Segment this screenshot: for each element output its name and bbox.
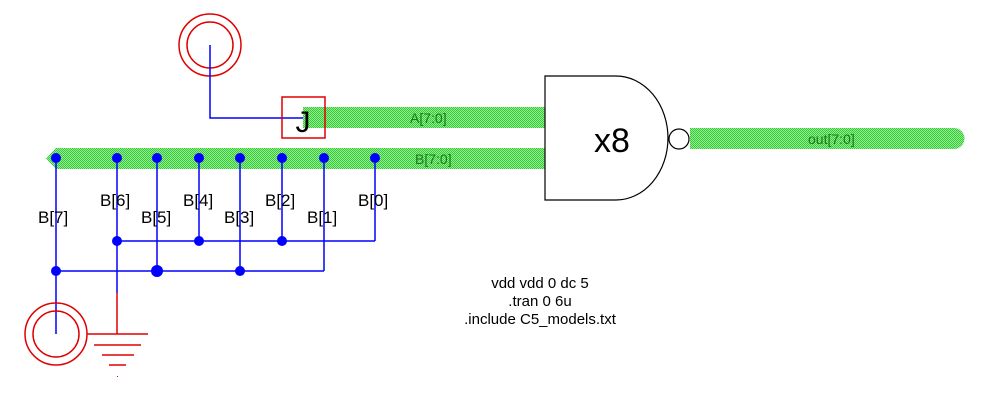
- tap-label-b0: B[0]: [358, 191, 388, 210]
- nand-gate[interactable]: x8: [544, 75, 690, 201]
- inverter-bubble: [668, 128, 690, 150]
- directive-line: vdd vdd 0 dc 5: [491, 275, 589, 292]
- spice-directives[interactable]: vdd vdd 0 dc 5 .tran 0 6u .include C5_mo…: [464, 275, 617, 328]
- bus-tap-dot: [319, 153, 329, 163]
- bus-tap-dot: [112, 153, 122, 163]
- bus-tap-dot: [370, 153, 380, 163]
- bus-tap-dot: [51, 153, 61, 163]
- tap-label-b1: B[1]: [307, 208, 337, 227]
- tap-label-b7: B[7]: [38, 208, 68, 227]
- junction-dot: [277, 236, 287, 246]
- tap-label-b2: B[2]: [265, 191, 295, 210]
- bus-tap-dot: [194, 153, 204, 163]
- ground-icon[interactable]: [87, 293, 148, 377]
- bus-tap-dot: [152, 153, 162, 163]
- bus-a-label: A[7:0]: [410, 110, 447, 126]
- junction-dot: [51, 266, 61, 276]
- bus-out[interactable]: [690, 128, 965, 149]
- bus-b[interactable]: [46, 148, 545, 169]
- bus-b-label: B[7:0]: [415, 151, 452, 167]
- junction-dot: [194, 236, 204, 246]
- bus-tap-dot: [235, 153, 245, 163]
- bus-tap-dot: [277, 153, 287, 163]
- tap-label-b3: B[3]: [224, 208, 254, 227]
- tap-label-b4: B[4]: [183, 191, 213, 210]
- tap-label-b5: B[5]: [141, 208, 171, 227]
- bus-a[interactable]: [303, 107, 545, 128]
- bus-out-label: out[7:0]: [808, 131, 855, 147]
- junction-dot: [112, 236, 122, 246]
- vdd-wire[interactable]: [209, 45, 303, 119]
- junction-dots: [51, 236, 287, 277]
- directive-line: .include C5_models.txt: [464, 311, 617, 328]
- junction-dot: [151, 265, 163, 277]
- directive-line: .tran 0 6u: [508, 293, 571, 310]
- tap-label-b6: B[6]: [100, 191, 130, 210]
- junction-dot: [235, 266, 245, 276]
- bus-tap-dots: [51, 153, 380, 163]
- junction-symbol[interactable]: J: [281, 96, 326, 139]
- gate-label: x8: [594, 122, 630, 160]
- junction-label: J: [296, 106, 311, 139]
